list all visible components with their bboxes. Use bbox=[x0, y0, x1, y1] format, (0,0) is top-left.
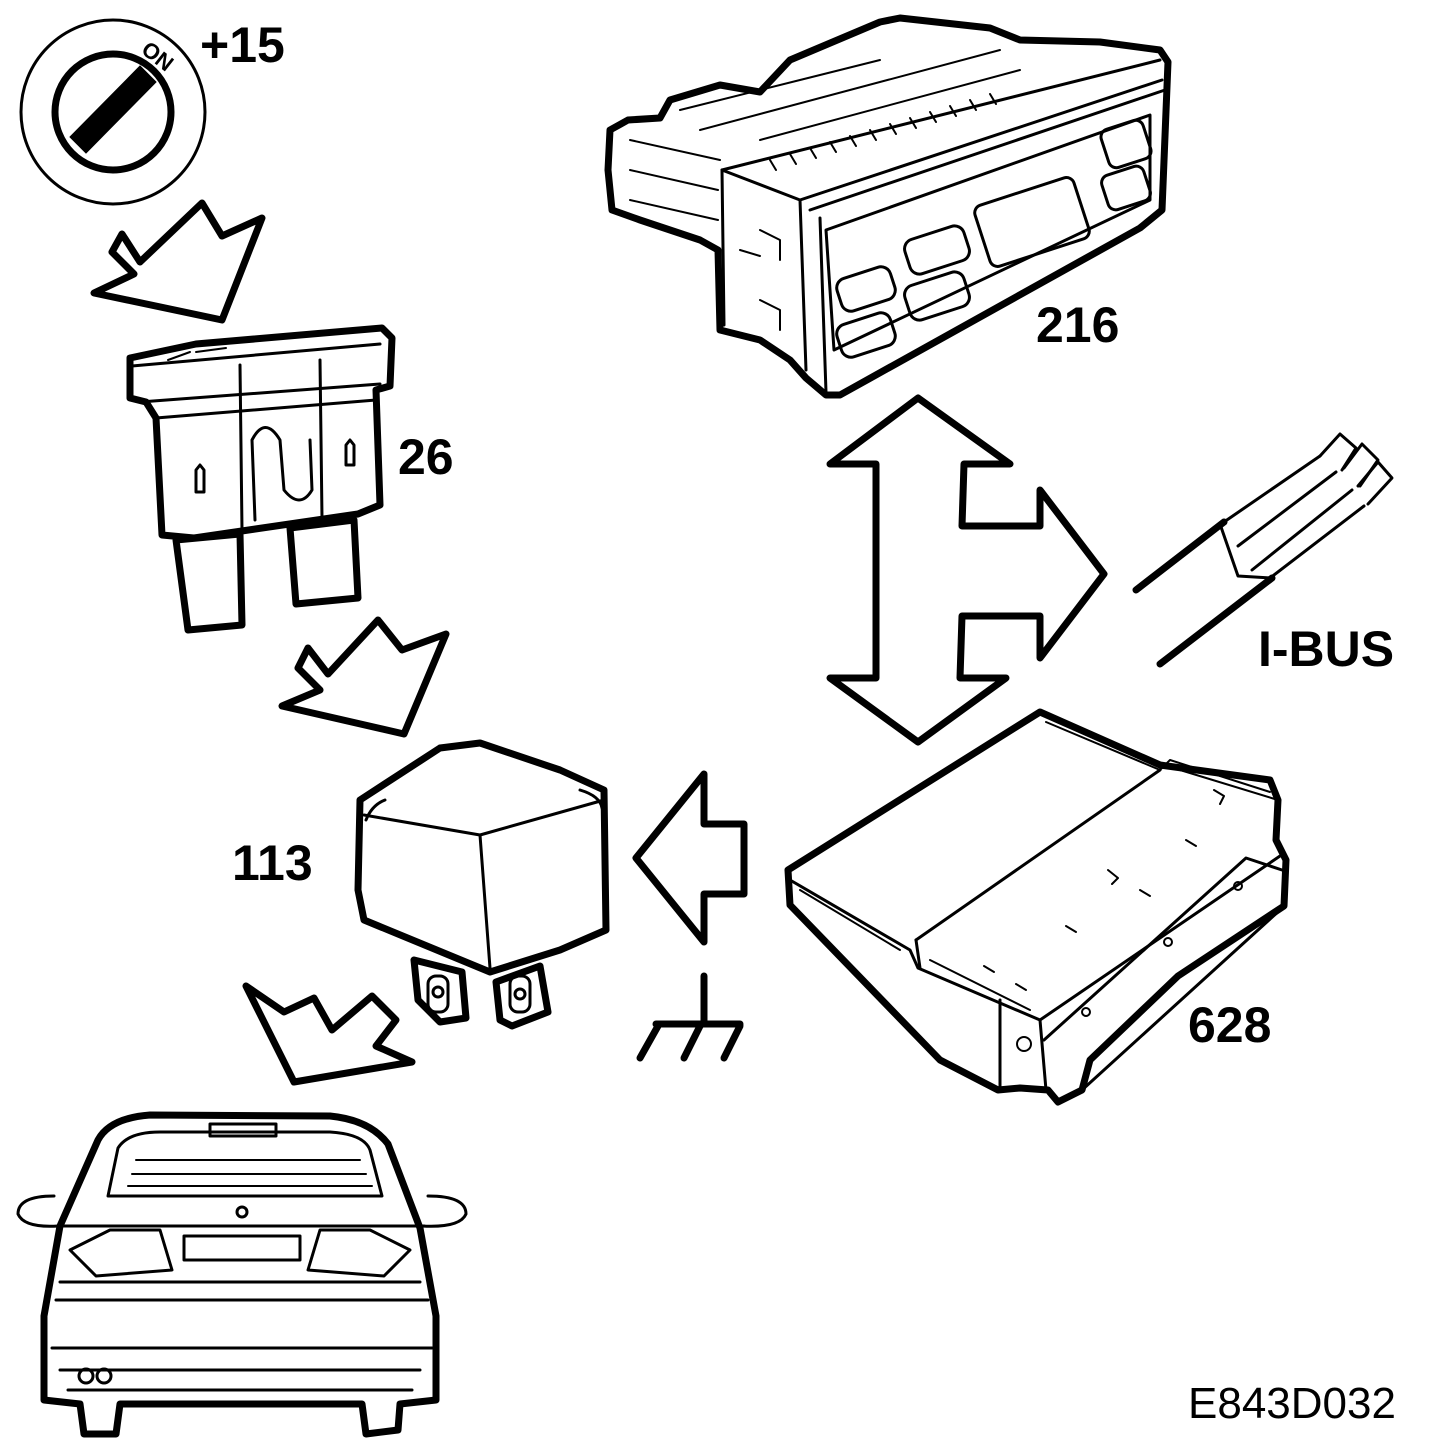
flow-arrow-ignition-to-fuse bbox=[90, 199, 266, 324]
fuse-icon bbox=[126, 324, 396, 634]
control-module-icon bbox=[784, 708, 1290, 1106]
flow-arrow-module-to-relay bbox=[632, 770, 748, 946]
ibus-arrow-icon bbox=[826, 394, 1108, 746]
ground-icon bbox=[636, 972, 744, 1062]
car-rear-icon bbox=[16, 1111, 468, 1438]
fuse-label: 26 bbox=[398, 429, 454, 485]
ignition-switch-icon: ON bbox=[19, 18, 207, 206]
control-module-label: 628 bbox=[1188, 997, 1271, 1053]
flow-arrow-fuse-to-relay bbox=[278, 616, 450, 738]
display-unit-icon bbox=[604, 14, 1172, 399]
bus-label: I-BUS bbox=[1258, 621, 1394, 677]
bus-cable-icon bbox=[1132, 432, 1394, 668]
flow-arrow-relay-to-car bbox=[242, 982, 416, 1086]
relay-label: 113 bbox=[232, 835, 313, 891]
relay-icon bbox=[354, 739, 610, 1030]
ignition-label: +15 bbox=[200, 17, 285, 73]
figure-code: E843D032 bbox=[1188, 1379, 1396, 1428]
display-unit-label: 216 bbox=[1036, 297, 1119, 353]
